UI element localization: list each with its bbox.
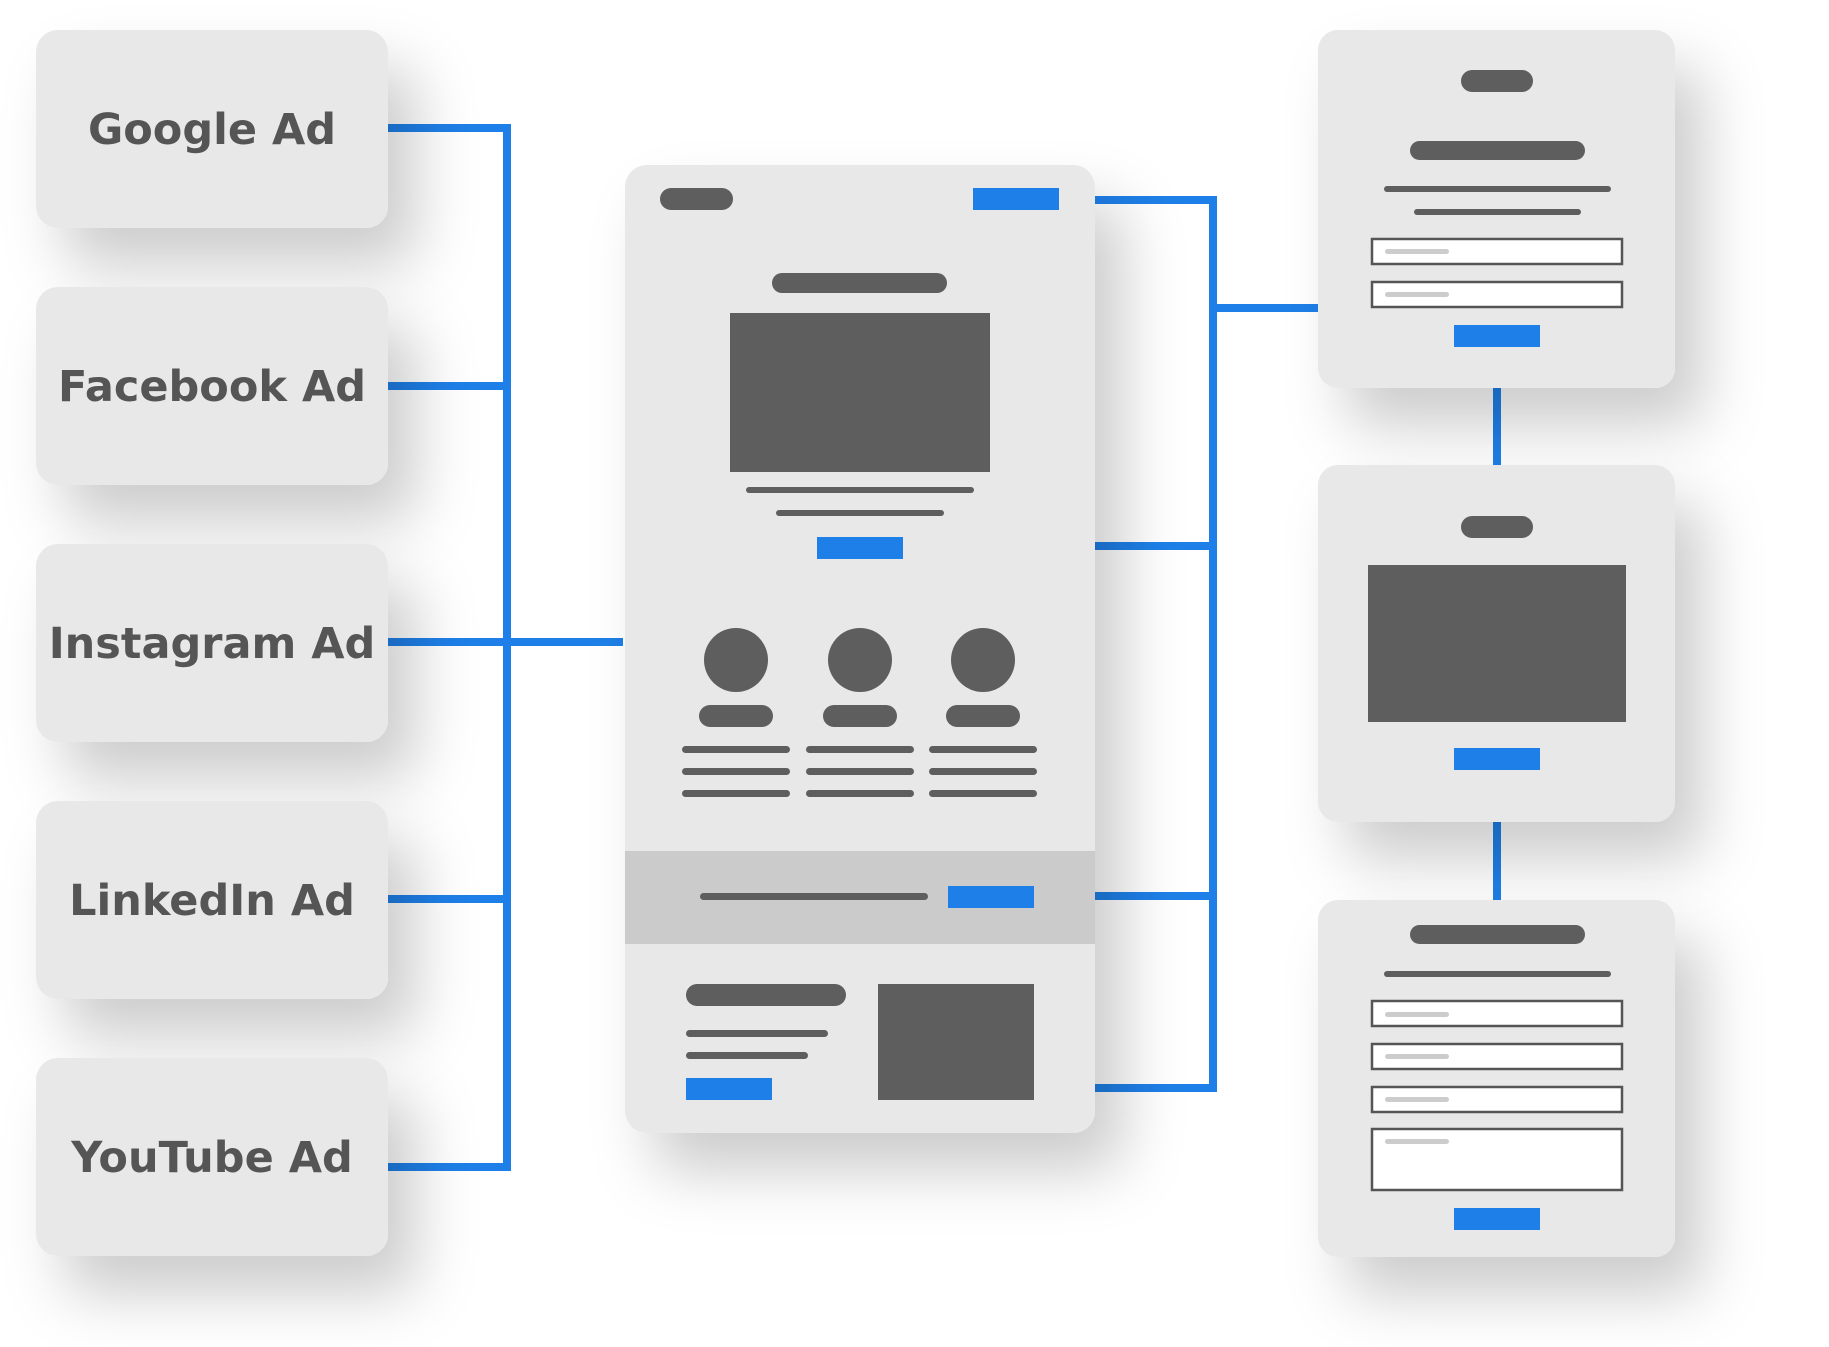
landing-bottom-text-line <box>686 1030 828 1037</box>
video-page-wireframe <box>1318 465 1675 822</box>
contact-input-field[interactable] <box>1370 1042 1624 1071</box>
landing-bottom-image <box>878 984 1034 1100</box>
landing-cta-button[interactable] <box>948 886 1034 908</box>
feature-title-pill <box>946 705 1020 727</box>
video-logo-pill <box>1461 516 1533 538</box>
feature-text-line <box>682 746 790 753</box>
landing-page-wireframe <box>625 165 1095 1133</box>
feature-text-line <box>806 768 914 775</box>
feature-text-line <box>682 790 790 797</box>
feature-text-line <box>929 768 1037 775</box>
feature-column <box>929 628 1037 797</box>
feature-column <box>806 628 914 797</box>
feature-title-pill <box>699 705 773 727</box>
video-player[interactable] <box>1368 565 1626 722</box>
ad-card-label: Facebook Ad <box>58 362 366 412</box>
contact-page-wireframe <box>1318 900 1675 1257</box>
landing-logo-pill <box>660 188 733 210</box>
landing-bottom-text-line <box>686 1052 808 1059</box>
form-input-field[interactable] <box>1370 280 1624 309</box>
form-title-bar <box>1410 141 1585 160</box>
form-logo-pill <box>1461 70 1533 92</box>
form-text-line <box>1384 186 1611 192</box>
form-text-line <box>1414 209 1581 215</box>
ad-card-background <box>36 801 388 999</box>
form-submit-button[interactable] <box>1454 325 1540 347</box>
contact-input-field[interactable] <box>1370 999 1624 1028</box>
feature-text-line <box>806 790 914 797</box>
ad-card-linkedin: LinkedIn Ad <box>36 801 388 999</box>
ad-card-google: Google Ad <box>36 30 388 228</box>
feature-avatar <box>828 628 892 692</box>
contact-submit-button[interactable] <box>1454 1208 1540 1230</box>
feature-text-line <box>682 768 790 775</box>
ad-card-instagram: Instagram Ad <box>36 544 388 742</box>
ad-card-background <box>36 544 388 742</box>
contact-text-line <box>1384 971 1611 977</box>
landing-bottom-title-bar <box>686 984 846 1006</box>
landing-hero-text-line <box>776 510 944 516</box>
contact-title-bar <box>1410 925 1585 944</box>
feature-text-line <box>806 746 914 753</box>
form-input-field[interactable] <box>1370 237 1624 266</box>
landing-features <box>682 628 1037 797</box>
ad-card-background <box>36 287 388 485</box>
ad-source-cards: Google Ad Facebook Ad Instagram Ad LinkedIn… <box>36 30 388 1256</box>
feature-text-line <box>929 746 1037 753</box>
video-cta-button[interactable] <box>1454 748 1540 770</box>
feature-title-pill <box>823 705 897 727</box>
ad-card-label: Google Ad <box>88 105 336 155</box>
connector-lines <box>388 124 1501 1171</box>
landing-cta-text-line <box>700 893 928 900</box>
ad-card-label: Instagram Ad <box>49 619 376 669</box>
ad-card-label: LinkedIn Ad <box>69 876 355 926</box>
contact-page-card <box>1318 900 1675 1257</box>
landing-hero-title-bar <box>772 273 947 293</box>
ad-card-label: YouTube Ad <box>70 1133 353 1183</box>
connector-landing-top <box>1095 196 1217 1092</box>
feature-avatar <box>704 628 768 692</box>
feature-text-line <box>929 790 1037 797</box>
landing-hero-text-line <box>746 487 974 493</box>
landing-bottom-button[interactable] <box>686 1078 772 1100</box>
landing-hero-cta-button[interactable] <box>817 537 903 559</box>
ad-card-background <box>36 30 388 228</box>
connector-google-ad <box>388 124 511 1171</box>
landing-hero-image <box>730 313 990 472</box>
feature-avatar <box>951 628 1015 692</box>
ad-card-facebook: Facebook Ad <box>36 287 388 485</box>
contact-message-textarea[interactable] <box>1370 1127 1624 1192</box>
ad-card-youtube: YouTube Ad <box>36 1058 388 1256</box>
form-page-wireframe <box>1318 30 1675 388</box>
contact-input-field[interactable] <box>1370 1085 1624 1114</box>
feature-column <box>682 628 790 797</box>
ad-card-background <box>36 1058 388 1256</box>
landing-header-button[interactable] <box>973 188 1059 210</box>
